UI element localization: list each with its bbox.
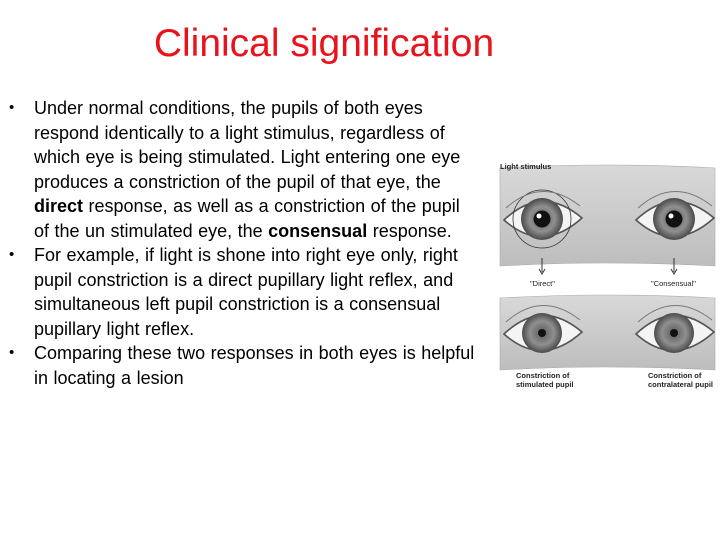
bullet-dot-icon: • bbox=[9, 246, 15, 263]
direct-label: "Direct" bbox=[530, 279, 555, 288]
stimulated-caption-line-1: Constriction of bbox=[516, 371, 570, 380]
bullet-1-text-start: Under normal conditions, the pupils of b… bbox=[34, 98, 461, 192]
light-stimulus-label: Light stimulus bbox=[500, 162, 551, 171]
bullet-list: • Under normal conditions, the pupils of… bbox=[0, 96, 480, 390]
contralateral-caption-line-2: contralateral pupil bbox=[648, 380, 713, 389]
pupillary-reflex-figure: Light stimulus "Direct" "Cons bbox=[490, 148, 720, 398]
bullet-dot-icon: • bbox=[9, 99, 15, 116]
direct-arrow-icon bbox=[538, 258, 546, 275]
lower-face-band bbox=[499, 294, 716, 371]
bullet-item-3: • Comparing these two responses in both … bbox=[0, 341, 480, 390]
stimulated-eye-top bbox=[502, 189, 584, 249]
bullet-1-consensual-term: consensual bbox=[268, 220, 368, 241]
bullet-2-text: For example, if light is shone into righ… bbox=[34, 245, 458, 339]
bullet-1-text-end: response. bbox=[367, 220, 452, 241]
bullet-1-text-middle: response, as well as a constriction of t… bbox=[34, 196, 460, 241]
slide-title: Clinical signification bbox=[153, 22, 495, 65]
contralateral-eye-constricted bbox=[634, 305, 716, 353]
contralateral-eye-top bbox=[634, 191, 716, 240]
stimulated-eye-constricted bbox=[502, 305, 584, 353]
bullet-3-text: Comparing these two responses in both ey… bbox=[34, 343, 475, 388]
stimulated-caption-line-2: stimulated pupil bbox=[516, 380, 574, 389]
bullet-item-2: • For example, if light is shone into ri… bbox=[0, 243, 480, 341]
consensual-arrow-icon bbox=[670, 258, 678, 275]
bullet-1-direct-term: direct bbox=[34, 196, 84, 216]
bullet-dot-icon: • bbox=[9, 344, 15, 361]
consensual-label: "Consensual" bbox=[651, 279, 696, 288]
bullet-item-1: • Under normal conditions, the pupils of… bbox=[0, 96, 480, 243]
upper-face-band bbox=[499, 164, 716, 267]
contralateral-caption-line-1: Constriction of bbox=[648, 371, 702, 380]
